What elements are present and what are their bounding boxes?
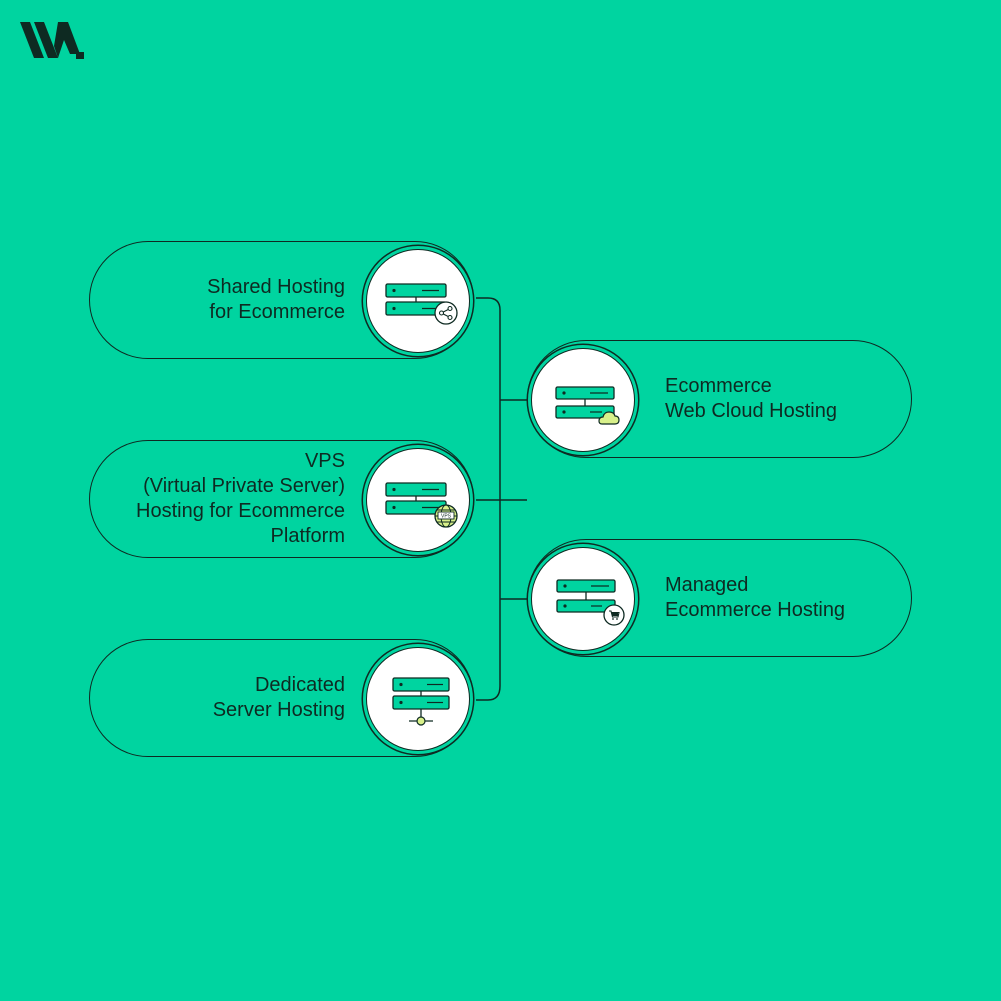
icon-circle	[531, 348, 635, 452]
server-vps-globe-icon: VPS	[385, 482, 458, 528]
svg-text:VPS: VPS	[441, 514, 452, 520]
label-line: Ecommerce Hosting	[665, 599, 846, 621]
label-line: Web Cloud Hosting	[665, 400, 837, 422]
node-cloud-hosting: Ecommerce Web Cloud Hosting	[527, 340, 912, 458]
label-line: (Virtual Private Server)	[143, 475, 345, 497]
node-label: Dedicated Server Hosting	[213, 640, 345, 756]
label-line: VPS	[304, 450, 345, 472]
node-shared-hosting: Shared Hosting for Ecommerce	[89, 241, 474, 359]
label-line: Ecommerce	[665, 375, 772, 397]
server-cloud-icon	[555, 386, 620, 425]
brand-logo-icon	[20, 22, 84, 59]
label-line: Dedicated	[254, 674, 345, 696]
label-line: Managed	[665, 574, 749, 596]
node-managed-hosting: Managed Ecommerce Hosting	[527, 539, 912, 657]
label-line: Hosting for Ecommerce	[136, 500, 345, 522]
icon-circle	[531, 547, 635, 651]
icon-circle	[366, 647, 470, 751]
server-dedicated-icon	[392, 677, 450, 726]
label-line: Platform	[270, 525, 345, 547]
label-line: for Ecommerce	[209, 301, 345, 323]
node-label: VPS (Virtual Private Server) Hosting for…	[136, 441, 345, 557]
node-label: Ecommerce Web Cloud Hosting	[665, 341, 837, 457]
icon-circle	[366, 249, 470, 353]
server-cart-icon	[556, 579, 625, 626]
server-share-icon	[385, 283, 458, 325]
node-vps-hosting: VPS (Virtual Private Server) Hosting for…	[89, 440, 474, 558]
node-dedicated-hosting: Dedicated Server Hosting	[89, 639, 474, 757]
node-label: Managed Ecommerce Hosting	[665, 540, 845, 656]
node-label: Shared Hosting for Ecommerce	[207, 242, 345, 358]
label-line: Shared Hosting	[207, 276, 345, 298]
label-line: Server Hosting	[212, 699, 345, 721]
icon-circle: VPS	[366, 448, 470, 552]
